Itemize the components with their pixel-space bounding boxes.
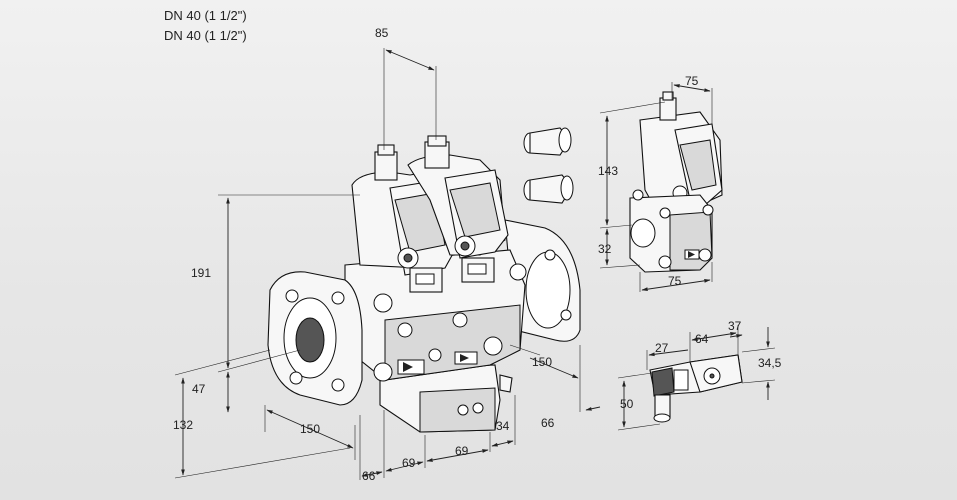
dim-64: 64 (695, 332, 709, 346)
dim-50: 50 (620, 397, 634, 411)
cable-gland-bottom (523, 174, 574, 204)
header-line-2: DN 40 (1 1/2") (164, 28, 247, 43)
right-flange (504, 219, 581, 342)
dim-75-top: 75 (685, 74, 699, 88)
dim-34-5: 34,5 (758, 356, 782, 370)
dim-150-right: 150 (532, 355, 552, 369)
dim-69-b: 69 (455, 444, 469, 458)
dimension-lines (174, 48, 776, 480)
dim-150-left: 150 (300, 422, 320, 436)
main-valve-assembly (267, 135, 581, 433)
dim-69-a: 69 (402, 456, 416, 470)
dim-75-bottom: 75 (668, 274, 682, 288)
dim-34: 34 (496, 419, 510, 433)
dim-132: 132 (173, 418, 193, 432)
dim-191: 191 (191, 266, 211, 280)
dim-143: 143 (598, 164, 618, 178)
cable-gland-top (523, 127, 572, 156)
dim-32: 32 (598, 242, 612, 256)
solenoid-right (407, 135, 509, 259)
dim-27: 27 (655, 341, 669, 355)
dim-37: 37 (728, 319, 742, 333)
dim-85: 85 (375, 26, 389, 40)
left-flange (267, 271, 363, 406)
header-line-1: DN 40 (1 1/2") (164, 8, 247, 23)
dim-66-bottom: 66 (362, 469, 376, 483)
single-valve (629, 91, 723, 273)
dim-66-right: 66 (541, 416, 555, 430)
dim-47: 47 (192, 382, 206, 396)
header: DN 40 (1 1/2") DN 40 (1 1/2") (164, 6, 247, 46)
dimension-labels: 85 191 47 132 150 66 69 69 34 150 66 75 … (173, 26, 782, 483)
connector-plug (649, 354, 743, 423)
